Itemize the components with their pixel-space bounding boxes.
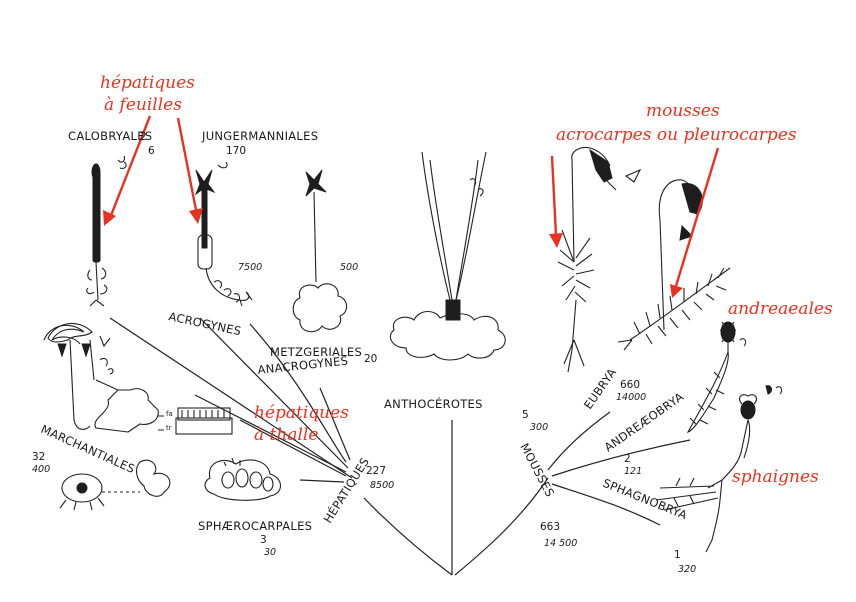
marchantiales-count-2: 400 — [32, 464, 50, 475]
andreaeobrya-count-1: 2 — [624, 453, 631, 465]
metzgeriales-count-1: 20 — [364, 353, 377, 365]
label-marchantiales: MARCHANTIALES — [39, 422, 137, 476]
marchantiales-plant — [43, 322, 159, 433]
red-annotations: hépatiques à feuilles mousses acrocarpes… — [100, 73, 833, 487]
annotation-sphaignes: sphaignes — [732, 467, 819, 487]
marchantiales-count-1: 32 — [32, 451, 45, 463]
calobryales-count-2: 6 — [148, 145, 155, 157]
annotation-mousses-line2: acrocarpes ou pleurocarpes — [556, 125, 797, 145]
label-metzgeriales: METZGERIALES — [270, 345, 362, 359]
annotation-andreaeales: andreaeales — [728, 299, 833, 319]
jungermanniales-plant — [194, 161, 253, 307]
tree-branches — [109, 317, 691, 576]
hepatiques-count-1: 227 — [366, 465, 386, 477]
eubrya-count-1: 660 — [620, 379, 640, 391]
anthocerotes-plant — [389, 151, 506, 361]
label-eubrya: EUBRYA — [581, 365, 619, 411]
sphaerocarpales-plant — [204, 457, 282, 501]
mousses-count-2: 14 500 — [544, 538, 577, 549]
metzgeriales-plant — [292, 169, 348, 333]
sphagnobrya-count-1: 1 — [674, 549, 681, 561]
sphagnobrya-count-2: 320 — [678, 564, 696, 575]
label-sphaerocarpales: SPHÆROCARPALES — [198, 519, 312, 533]
hepatiques-count-2: 8500 — [370, 480, 394, 491]
pleurocarpous-moss-plant — [617, 179, 731, 351]
sphaerocarpales-count-1: 3 — [260, 534, 267, 546]
marchantia-gemma-detail — [59, 459, 171, 511]
thallus-detail: fa tr — [158, 407, 233, 435]
jungermanniales-count-1: 170 — [226, 145, 246, 157]
annotation-hepatiques-feuilles-line2: à feuilles — [104, 95, 182, 115]
annotation-hepatiques-thalle-line2: à thalle — [254, 425, 318, 445]
andreaeobrya-count-2: 121 — [624, 466, 642, 477]
group-labels: CALOBRYALES 2 6 JUNGERMANNIALES 170 7500… — [32, 129, 696, 575]
metzgeriales-count-2: 500 — [340, 262, 358, 273]
label-jungermanniales: JUNGERMANNIALES — [201, 129, 318, 143]
label-anthocerotes: ANTHOCÉROTES — [384, 396, 483, 411]
calobryales-count-1: 2 — [140, 131, 147, 143]
annotation-arrows — [103, 115, 720, 298]
sphaerocarpales-count-2: 30 — [264, 547, 276, 558]
label-sphagnobrya: SPHAGNOBRYA — [601, 476, 689, 523]
label-mousses: MOUSSES — [517, 441, 557, 499]
anthocerotes-count-2: 300 — [530, 422, 548, 433]
annotation-hepatiques-thalle-line1: hépatiques — [254, 403, 349, 423]
annotation-hepatiques-feuilles-line1: hépatiques — [100, 73, 195, 93]
eubrya-count-2: 14000 — [616, 392, 646, 403]
annotation-mousses-line1: mousses — [646, 101, 720, 121]
acrocarpous-moss-plant — [557, 146, 642, 373]
label-tr: tr — [166, 424, 172, 432]
anthocerotes-count-1: 5 — [522, 409, 529, 421]
andreaeales-plant — [686, 321, 747, 433]
calobryales-plant — [86, 155, 127, 307]
jungermanniales-count-2: 7500 — [238, 262, 262, 273]
label-calobryales: CALOBRYALES — [68, 129, 152, 143]
label-fa: fa — [166, 410, 173, 418]
mousses-count-1: 663 — [540, 521, 560, 533]
label-acrogynes: ACROGYNES — [167, 309, 242, 338]
sphagnum-plant — [655, 385, 783, 553]
